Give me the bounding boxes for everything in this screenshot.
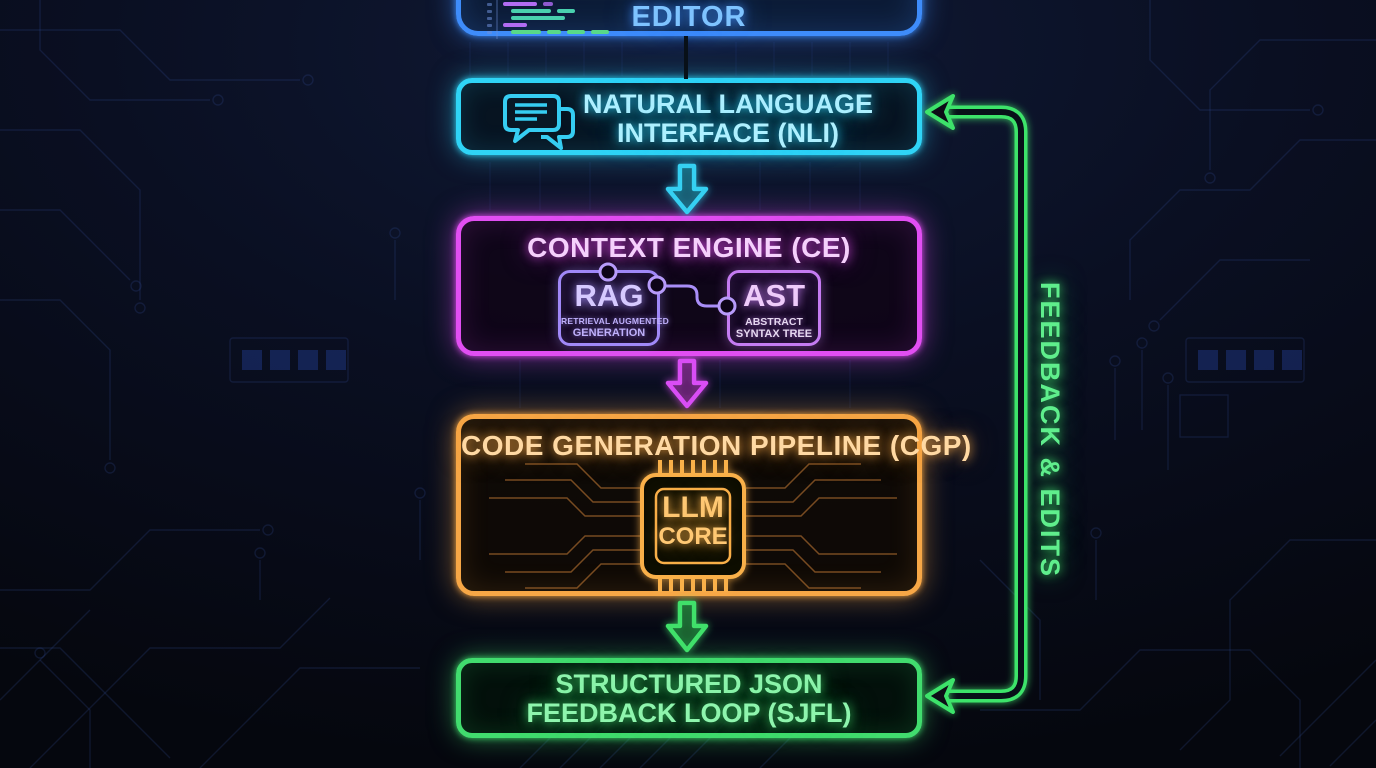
sjfl-title-line1: STRUCTURED JSON: [555, 669, 823, 699]
chip-fanout-traces: [489, 463, 897, 589]
nli-title-line1: NATURAL LANGUAGE: [583, 89, 873, 119]
pipeline-node: CODE GENERATION PIPELINE (CGP): [456, 414, 972, 596]
sjfl-node: STRUCTURED JSON FEEDBACK LOOP (SJFL): [456, 658, 922, 738]
cpu-chip-icon: [489, 460, 897, 592]
feedback-edits-label: FEEDBACK & EDITS: [1035, 282, 1065, 579]
nli-title-line2: INTERFACE (NLI): [617, 118, 839, 148]
ast-label: AST: [743, 278, 805, 313]
chip-pins: [658, 460, 728, 592]
nli-title: NATURAL LANGUAGE INTERFACE (NLI): [545, 90, 911, 148]
context-engine-node: CONTEXT ENGINE (CE) RAG RETRIEVAL AUGMEN…: [456, 216, 922, 356]
rag-ast-trace: [598, 262, 737, 316]
editor-title: EDITOR: [631, 1, 747, 33]
rag-sublabel-line2: GENERATION: [572, 327, 646, 339]
chip-label-line2: CORE: [658, 523, 728, 550]
nli-node: NATURAL LANGUAGE INTERFACE (NLI): [456, 78, 922, 155]
context-engine-title: CONTEXT ENGINE (CE): [527, 232, 851, 263]
ast-node: AST ABSTRACT SYNTAX TREE: [727, 270, 821, 346]
pipeline-title: CODE GENERATION PIPELINE (CGP): [461, 430, 972, 461]
editor-node: EDITOR: [456, 0, 922, 39]
circuit-tick-lines: [469, 42, 889, 408]
connector-pads: [229, 337, 1305, 383]
chat-bubbles-icon: [503, 94, 575, 150]
code-lines-icon: [487, 0, 609, 39]
rag-sublabel-line1: RETRIEVAL AUGMENTED: [561, 316, 670, 326]
rag-label: RAG: [574, 278, 644, 313]
chip-label-line1: LLM: [662, 491, 724, 524]
sjfl-title: STRUCTURED JSON FEEDBACK LOOP (SJFL): [461, 670, 917, 728]
ast-sublabel-line2: SYNTAX TREE: [735, 328, 813, 340]
sjfl-title-line2: FEEDBACK LOOP (SJFL): [526, 698, 852, 728]
ast-sublabel-line1: ABSTRACT: [745, 316, 803, 328]
